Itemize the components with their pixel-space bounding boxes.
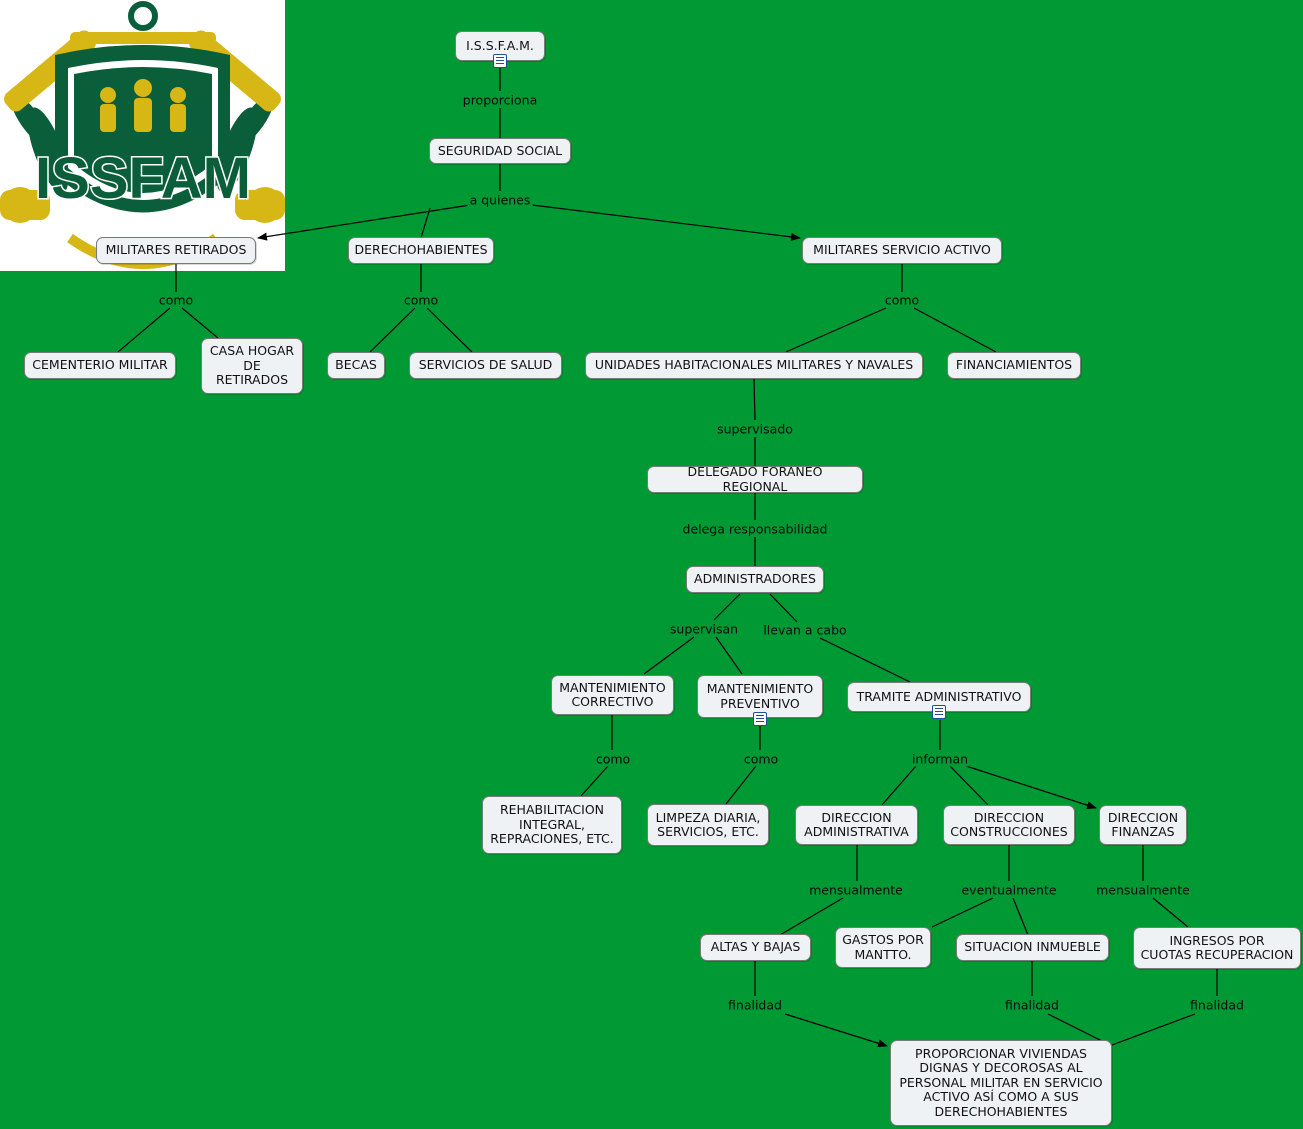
document-icon[interactable] xyxy=(493,54,507,68)
concept-direccion-construcciones[interactable]: DIRECCION CONSTRUCCIONES xyxy=(943,805,1075,845)
concept-label: FINANCIAMIENTOS xyxy=(955,357,1073,373)
concept-label: DERECHOHABIENTES xyxy=(354,242,488,258)
concept-rehabilitacion-integral[interactable]: REHABILITACION INTEGRAL, REPRACIONES, ET… xyxy=(482,796,622,854)
concept-situacion-inmueble[interactable]: SITUACION INMUEBLE xyxy=(956,934,1109,961)
concept-label: ALTAS Y BAJAS xyxy=(710,939,801,955)
concept-label: BECAS xyxy=(335,357,377,373)
concept-derechohabientes[interactable]: DERECHOHABIENTES xyxy=(348,237,494,264)
concept-militares-retirados[interactable]: MILITARES RETIRADOS xyxy=(96,237,256,264)
link-supervisado: supervisado xyxy=(715,421,795,437)
concept-label: GASTOS POR MANTTO. xyxy=(842,932,924,962)
concept-label: MILITARES RETIRADOS xyxy=(105,242,247,258)
crossed-cannons-icon xyxy=(0,30,285,223)
concept-label: PROPORCIONAR VIVIENDAS DIGNAS Y DECOROSA… xyxy=(899,1045,1103,1119)
concept-label: MANTENIMIENTO PREVENTIVO xyxy=(706,681,814,711)
link-como-preventivo: como xyxy=(741,751,781,767)
link-finalidad-altas: finalidad xyxy=(726,997,784,1013)
link-como-retirados: como xyxy=(156,292,196,308)
issfam-logo: ISSFAM xyxy=(0,0,285,271)
concept-label: INGRESOS POR CUOTAS RECUPERACION xyxy=(1140,932,1294,962)
concept-label: UNIDADES HABITACIONALES MILITARES Y NAVA… xyxy=(594,357,914,373)
concept-ingresos-cuotas[interactable]: INGRESOS POR CUOTAS RECUPERACION xyxy=(1133,927,1301,969)
concept-label: REHABILITACION INTEGRAL, REPRACIONES, ET… xyxy=(490,802,614,847)
document-icon[interactable] xyxy=(932,705,946,719)
concept-limpieza-diaria[interactable]: LIMPEZA DIARIA, SERVICIOS, ETC. xyxy=(647,804,769,846)
concept-mantenimiento-correctivo[interactable]: MANTENIMIENTO CORRECTIVO xyxy=(551,675,674,715)
document-icon[interactable] xyxy=(753,712,767,726)
concept-direccion-finanzas[interactable]: DIRECCION FINANZAS xyxy=(1099,805,1187,845)
logo-wordmark: ISSFAM xyxy=(35,146,251,211)
concept-label: I.S.S.F.A.M. xyxy=(466,37,534,53)
concept-label: DIRECCION ADMINISTRATIVA xyxy=(804,809,909,839)
concept-label: TRAMITE ADMINISTRATIVO xyxy=(856,688,1022,704)
link-eventualmente: eventualmente xyxy=(959,882,1059,898)
concept-cementerio-militar[interactable]: CEMENTERIO MILITAR xyxy=(24,352,176,379)
concept-delegado-foraneo-regional[interactable]: DELEGADO FORANEO REGIONAL xyxy=(647,464,863,494)
concept-label: SITUACION INMUEBLE xyxy=(964,939,1101,955)
concept-seguridad-social[interactable]: SEGURIDAD SOCIAL xyxy=(429,138,571,164)
concept-label: DELEGADO FORANEO REGIONAL xyxy=(687,464,823,494)
concept-financiamientos[interactable]: FINANCIAMIENTOS xyxy=(947,352,1081,379)
concept-altas-bajas[interactable]: ALTAS Y BAJAS xyxy=(700,934,811,961)
link-llevan-a-cabo: llevan a cabo xyxy=(761,622,849,638)
concept-becas[interactable]: BECAS xyxy=(327,352,385,379)
concept-gastos-mantto[interactable]: GASTOS POR MANTTO. xyxy=(835,927,931,968)
concept-label: CEMENTERIO MILITAR xyxy=(32,357,168,373)
concept-direccion-administrativa[interactable]: DIRECCION ADMINISTRATIVA xyxy=(795,805,918,845)
concept-label: DIRECCION FINANZAS xyxy=(1107,809,1179,839)
concept-militares-servicio-activo[interactable]: MILITARES SERVICIO ACTIVO xyxy=(802,237,1002,264)
link-supervisan: supervisan xyxy=(667,621,741,637)
concept-label: ADMINISTRADORES xyxy=(694,571,816,587)
concept-label: CASA HOGAR DE RETIRADOS xyxy=(209,343,295,388)
concept-proporcionar-viviendas[interactable]: PROPORCIONAR VIVIENDAS DIGNAS Y DECOROSA… xyxy=(890,1040,1112,1126)
family-figures-icon xyxy=(100,79,186,132)
concept-unidades-habitacionales[interactable]: UNIDADES HABITACIONALES MILITARES Y NAVA… xyxy=(585,352,923,379)
concept-label: SERVICIOS DE SALUD xyxy=(418,357,553,373)
concept-mantenimiento-preventivo[interactable]: MANTENIMIENTO PREVENTIVO xyxy=(697,675,823,718)
link-a-quienes: a quienes xyxy=(467,192,533,208)
link-como-correctivo: como xyxy=(593,751,633,767)
concept-casa-hogar-retirados[interactable]: CASA HOGAR DE RETIRADOS xyxy=(201,338,303,394)
link-informan: informan xyxy=(909,751,971,767)
concept-servicios-salud[interactable]: SERVICIOS DE SALUD xyxy=(409,352,562,379)
link-proporciona: proporciona xyxy=(460,92,540,108)
link-finalidad-ingresos: finalidad xyxy=(1188,997,1246,1013)
link-delega-responsabilidad: delega responsabilidad xyxy=(680,521,830,537)
concept-label: MILITARES SERVICIO ACTIVO xyxy=(813,242,991,258)
concept-label: DIRECCION CONSTRUCCIONES xyxy=(950,809,1068,839)
link-mensualmente-admin: mensualmente xyxy=(807,882,905,898)
link-como-activo: como xyxy=(882,292,922,308)
link-finalidad-situacion: finalidad xyxy=(1003,997,1061,1013)
concept-label: SEGURIDAD SOCIAL xyxy=(437,142,563,158)
issfam-emblem-icon: ISSFAM xyxy=(0,1,285,269)
concept-label: LIMPEZA DIARIA, SERVICIOS, ETC. xyxy=(655,809,761,839)
concept-label: MANTENIMIENTO CORRECTIVO xyxy=(559,679,666,709)
link-mensualmente-finanzas: mensualmente xyxy=(1094,882,1192,898)
concept-administradores[interactable]: ADMINISTRADORES xyxy=(686,566,824,593)
link-como-derechohabientes: como xyxy=(401,292,441,308)
